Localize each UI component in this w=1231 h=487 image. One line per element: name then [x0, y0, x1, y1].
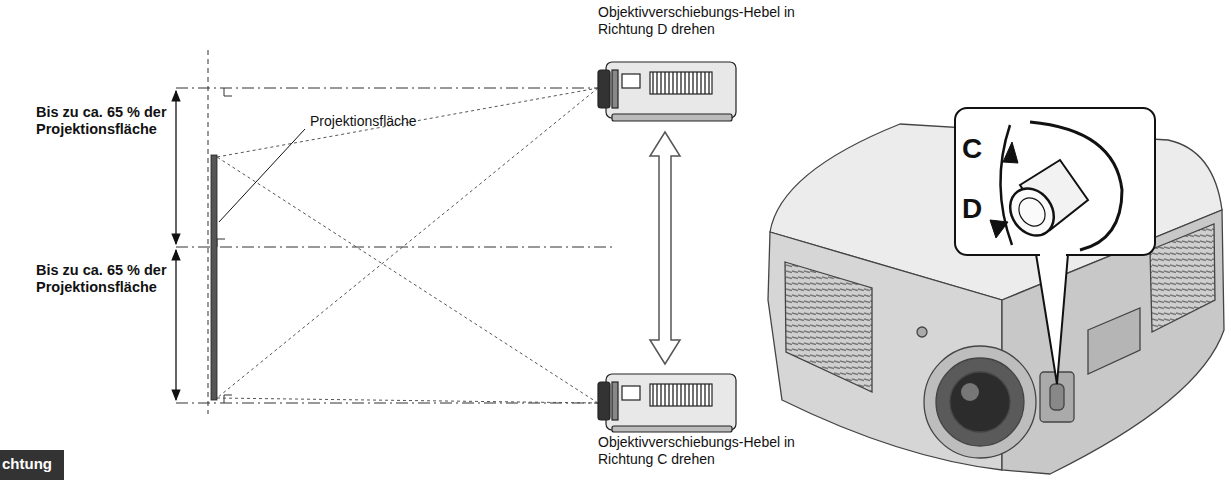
shift-arrow [650, 132, 680, 364]
reference-lines [176, 50, 612, 414]
range-note: Bis zu ca. 65 % der Projektionsfläche [36, 104, 170, 139]
leader-line [219, 129, 305, 222]
right-angle-marks [217, 88, 232, 403]
projection-rays [217, 88, 598, 403]
projector-top [598, 62, 736, 121]
direction-letter: C [962, 132, 996, 166]
section-header: chtung [2, 455, 64, 473]
lever-instruction: Objektivverschiebungs-Hebel in Richtung … [598, 434, 848, 468]
section-header-bar [0, 450, 64, 480]
projector-bottom [598, 374, 736, 432]
direction-letter: D [962, 192, 996, 226]
lever-callout [955, 108, 1155, 384]
projection-screen [211, 155, 217, 400]
range-note: Bis zu ca. 65 % der Projektionsfläche [36, 262, 170, 297]
dimension-arrows [175, 91, 176, 400]
screen-label: Projektionsfläche [310, 113, 470, 130]
lever-instruction: Objektivverschiebungs-Hebel in Richtung … [598, 4, 838, 38]
